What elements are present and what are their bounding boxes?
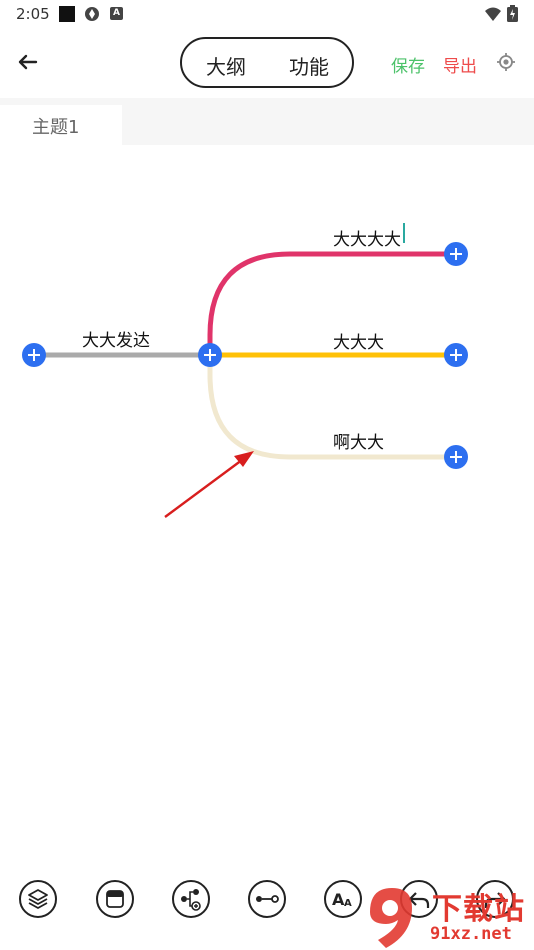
annotation-arrow-head	[234, 451, 254, 467]
root-node-label[interactable]: 大大发达	[82, 331, 150, 351]
tab-functions[interactable]: 功能	[289, 55, 329, 79]
target-icon[interactable]	[496, 52, 516, 72]
back-arrow-icon[interactable]	[14, 48, 42, 76]
add-node-button-2[interactable]	[444, 343, 468, 367]
save-button[interactable]: 保存	[391, 57, 425, 77]
connect-node-button[interactable]	[248, 880, 286, 918]
tab-outline[interactable]: 大纲	[206, 55, 246, 79]
add-node-button-1[interactable]	[444, 242, 468, 266]
child-node-label-1[interactable]: 大大大大	[333, 230, 401, 250]
child-node-label-3[interactable]: 啊大大	[333, 433, 384, 453]
font-size-button[interactable]: A A	[324, 880, 362, 918]
watermark-logo-icon	[370, 888, 412, 948]
layers-icon	[28, 889, 48, 909]
window-button[interactable]	[96, 880, 134, 918]
mindmap-branches	[34, 251, 456, 518]
export-button[interactable]: 导出	[443, 57, 477, 77]
redo-button[interactable]	[476, 880, 514, 918]
sheet-tab-strip: 主题1	[0, 98, 534, 145]
branch-line-3	[207, 355, 456, 460]
layers-button[interactable]	[19, 880, 57, 918]
battery-icon	[507, 5, 518, 22]
add-child-node-button[interactable]	[172, 880, 210, 918]
a-icon: A	[110, 7, 123, 20]
add-node-button-3[interactable]	[444, 445, 468, 469]
connect-node-icon	[256, 895, 279, 903]
mode-switcher: 大纲 功能	[180, 37, 354, 88]
watermark-title: 下载站	[432, 892, 525, 927]
wifi-icon	[485, 7, 501, 21]
text-cursor	[403, 223, 405, 243]
branch-line-1	[207, 251, 456, 355]
font-size-icon: A A	[332, 890, 352, 909]
sheet-tab-label: 主题1	[32, 117, 80, 138]
add-child-node-icon	[181, 889, 201, 911]
child-node-label-2[interactable]: 大大大	[333, 333, 384, 353]
status-time: 2:05	[16, 5, 50, 23]
window-icon	[106, 890, 124, 908]
status-bar: 2:05 A	[0, 0, 534, 28]
svg-text:A: A	[332, 890, 345, 909]
annotation-arrow-line	[164, 456, 247, 518]
watermark: 下载站 91xz.net	[362, 882, 534, 950]
sheet-tab-topic1[interactable]: 主题1	[0, 105, 122, 145]
add-root-child-button[interactable]	[198, 343, 222, 367]
square-icon	[59, 6, 75, 22]
svg-text:A: A	[344, 898, 352, 909]
redo-icon	[484, 892, 506, 908]
add-parent-node-button[interactable]	[22, 343, 46, 367]
mindmap-canvas[interactable]: 大大发达 大大大大 大大大 啊大大	[0, 145, 534, 865]
aperture-icon	[85, 7, 99, 21]
watermark-site: 91xz.net	[430, 924, 512, 944]
